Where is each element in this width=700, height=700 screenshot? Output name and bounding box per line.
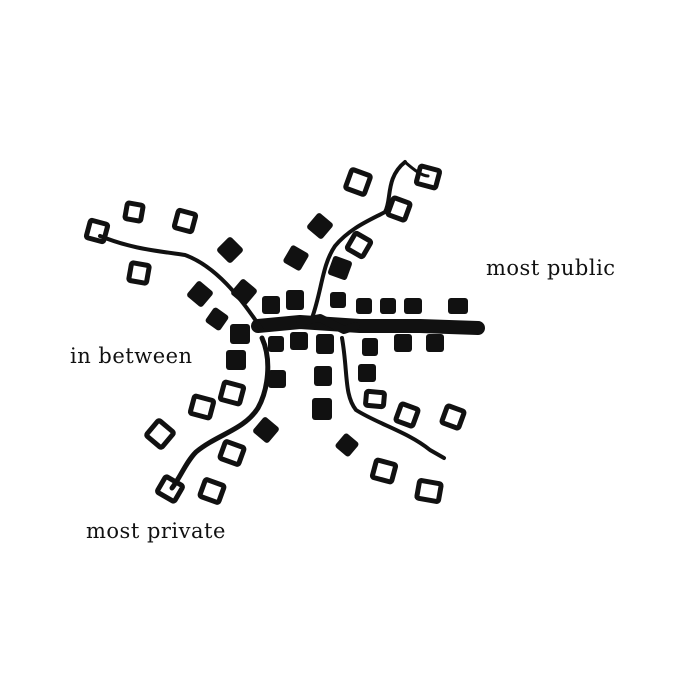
house-outline bbox=[197, 477, 227, 505]
house-solid bbox=[328, 256, 352, 280]
house-solid bbox=[205, 307, 229, 331]
house-solid bbox=[307, 213, 333, 239]
house-outline bbox=[363, 388, 387, 410]
house-outline bbox=[122, 200, 146, 224]
house-solid bbox=[335, 433, 359, 457]
house-solid bbox=[231, 279, 257, 305]
house-solid bbox=[262, 296, 280, 314]
house-solid bbox=[356, 298, 372, 314]
main-street bbox=[251, 315, 485, 335]
house-solid bbox=[380, 298, 396, 314]
house-solid bbox=[394, 334, 412, 352]
house-outline bbox=[385, 195, 413, 223]
house-outline bbox=[155, 474, 185, 504]
house-solid bbox=[448, 298, 468, 314]
house-solid bbox=[253, 417, 279, 443]
house-solid bbox=[286, 290, 304, 310]
house-outline bbox=[126, 260, 152, 286]
path-south-center bbox=[169, 335, 271, 491]
house-outline bbox=[187, 393, 217, 421]
house-solid bbox=[230, 324, 250, 344]
house-solid bbox=[312, 398, 332, 420]
label-in-between: in between bbox=[70, 344, 193, 368]
house-outline bbox=[217, 379, 247, 407]
house-solid bbox=[358, 364, 376, 382]
house-solid bbox=[362, 338, 378, 356]
house-outline bbox=[369, 457, 399, 485]
branch-street bbox=[296, 314, 360, 334]
label-most-private: most private bbox=[86, 519, 226, 543]
house-solid bbox=[268, 336, 284, 352]
house-solid bbox=[187, 281, 213, 307]
house-solid bbox=[217, 237, 243, 263]
house-solid bbox=[404, 298, 422, 314]
house-solid bbox=[290, 332, 308, 350]
house-solid bbox=[316, 334, 334, 354]
house-solid bbox=[330, 292, 346, 308]
label-most-public: most public bbox=[486, 256, 616, 280]
house-solid bbox=[283, 245, 309, 271]
house-outline bbox=[439, 403, 467, 431]
house-outline bbox=[217, 439, 247, 467]
house-outline bbox=[344, 230, 374, 260]
house-outline bbox=[83, 217, 111, 245]
path-north bbox=[310, 160, 407, 320]
house-outline bbox=[343, 167, 373, 197]
house-solid bbox=[314, 366, 332, 386]
house-solid bbox=[268, 370, 286, 388]
house-outline bbox=[171, 207, 199, 235]
house-outline bbox=[393, 401, 421, 429]
house-outline bbox=[413, 163, 443, 191]
path-southeast bbox=[340, 336, 446, 460]
house-solid bbox=[426, 334, 444, 352]
house-solid bbox=[226, 350, 246, 370]
house-outline bbox=[144, 418, 176, 450]
house-outline bbox=[414, 478, 444, 504]
